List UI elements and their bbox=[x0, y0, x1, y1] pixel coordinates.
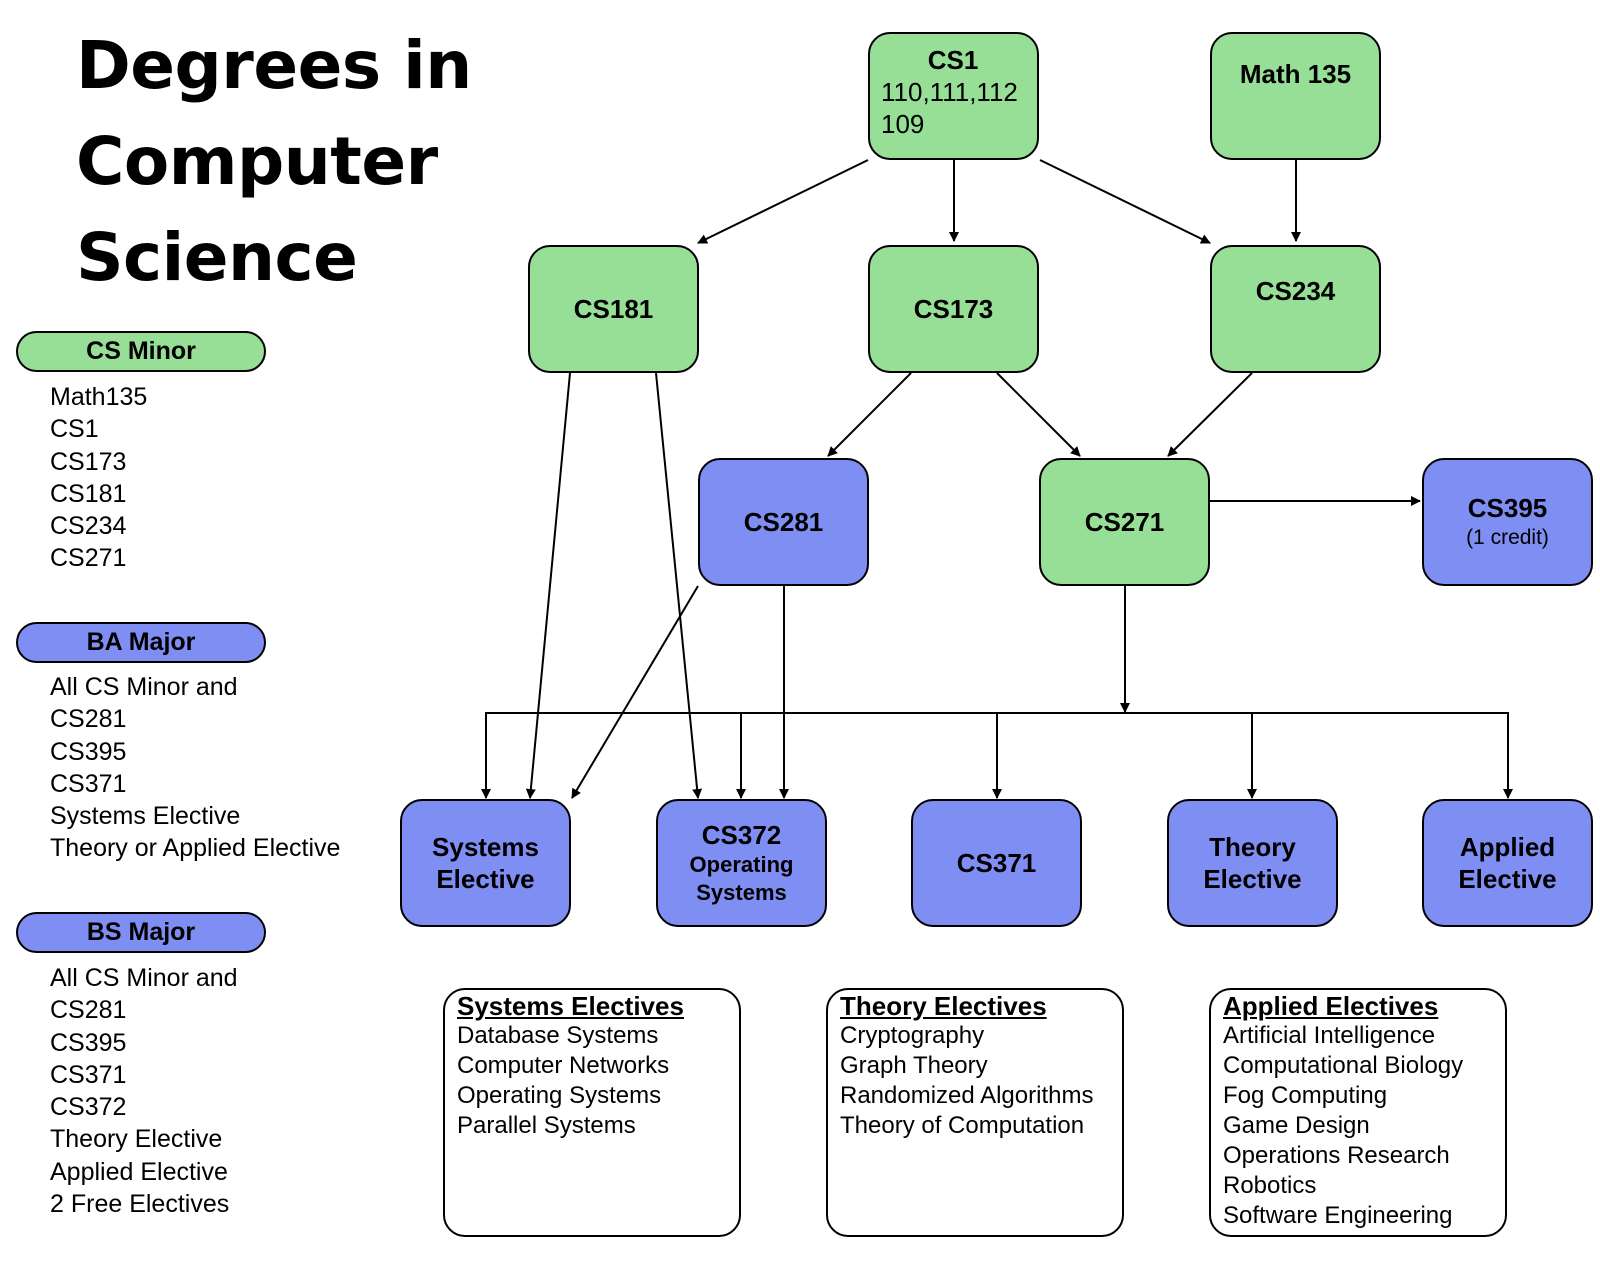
node-title: CS1 bbox=[927, 45, 979, 75]
node-title: CS234 bbox=[1255, 276, 1336, 306]
node-cs234: CS234 bbox=[1210, 245, 1381, 373]
page-title: Degrees in Computer Science bbox=[76, 18, 496, 306]
node-title: CS173 bbox=[913, 294, 994, 324]
node-title: CS281 bbox=[743, 507, 824, 537]
requirement-item: CS281 bbox=[50, 996, 127, 1025]
node-title-line: Applied bbox=[1459, 832, 1556, 862]
requirement-item: Applied Elective bbox=[50, 1157, 228, 1186]
cs-minor-badge: CS Minor bbox=[16, 331, 266, 372]
bs-major-badge: BS Major bbox=[16, 912, 266, 953]
theory-electives-box: Theory Electives Cryptography Graph Theo… bbox=[826, 988, 1124, 1237]
systems-electives-box: Systems Electives Database Systems Compu… bbox=[443, 988, 741, 1237]
requirement-item: CS271 bbox=[50, 544, 127, 573]
node-title: CS371 bbox=[956, 848, 1037, 878]
node-cs173: CS173 bbox=[868, 245, 1039, 373]
node-applied-elective: Applied Elective bbox=[1422, 799, 1593, 927]
requirement-item: CS173 bbox=[50, 447, 127, 476]
requirement-item: CS395 bbox=[50, 1028, 127, 1057]
requirement-item: CS372 bbox=[50, 1093, 127, 1122]
elective-item: Parallel Systems bbox=[457, 1112, 636, 1139]
elective-item: Theory of Computation bbox=[840, 1112, 1085, 1139]
node-title-line: Elective bbox=[436, 864, 535, 894]
requirement-item: CS371 bbox=[50, 769, 127, 798]
applied-electives-heading: Applied Electives bbox=[1223, 991, 1439, 1021]
edge-cs173-cs281 bbox=[827, 372, 912, 457]
requirement-item: CS281 bbox=[50, 705, 127, 734]
applied-electives-box: Applied Electives Artificial Intelligenc… bbox=[1209, 988, 1507, 1237]
node-cs281: CS281 bbox=[698, 458, 869, 586]
requirement-item: CS181 bbox=[50, 479, 127, 508]
node-title-line: Theory bbox=[1209, 832, 1296, 862]
theory-electives-heading: Theory Electives bbox=[840, 991, 1047, 1021]
requirement-item: CS1 bbox=[50, 415, 99, 444]
elective-item: Database Systems bbox=[457, 1022, 659, 1049]
elective-item: Software Engineering bbox=[1223, 1202, 1453, 1229]
elective-item: Cryptography bbox=[840, 1022, 985, 1049]
node-theory-elective: Theory Elective bbox=[1167, 799, 1338, 927]
node-title: Math 135 bbox=[1239, 59, 1352, 89]
requirement-item: All CS Minor and bbox=[50, 964, 238, 992]
edge-cs173-cs271 bbox=[996, 372, 1081, 457]
title-line: Computer bbox=[76, 123, 438, 200]
elective-item: Computational Biology bbox=[1223, 1052, 1464, 1079]
node-credit-note: (1 credit) bbox=[1466, 526, 1549, 549]
edge-cs234-cs271 bbox=[1167, 372, 1253, 457]
edge-cs1-cs234 bbox=[1039, 159, 1211, 244]
node-title-line: Elective bbox=[1458, 864, 1557, 894]
node-cs395: CS395 (1 credit) bbox=[1422, 458, 1593, 586]
node-math135: Math 135 bbox=[1210, 32, 1381, 160]
node-cs271: CS271 bbox=[1039, 458, 1210, 586]
node-systems-elective: Systems Elective bbox=[400, 799, 571, 927]
elective-item: Robotics bbox=[1223, 1172, 1317, 1199]
node-title: CS395 bbox=[1467, 493, 1548, 523]
requirement-item: Theory or Applied Elective bbox=[50, 834, 341, 863]
title-line: Science bbox=[76, 219, 358, 296]
requirement-item: Math135 bbox=[50, 383, 148, 411]
edge-cs281-systems-elective bbox=[571, 585, 699, 799]
elective-item: Operations Research bbox=[1223, 1142, 1450, 1169]
elective-item: Operating Systems bbox=[457, 1082, 662, 1109]
node-cs372: CS372 Operating Systems bbox=[656, 799, 827, 927]
elective-item: Artificial Intelligence bbox=[1223, 1022, 1436, 1049]
requirement-item: Systems Elective bbox=[50, 802, 241, 831]
node-title: CS372 bbox=[701, 820, 782, 850]
node-title: CS181 bbox=[573, 294, 654, 324]
requirement-item: All CS Minor and bbox=[50, 673, 238, 701]
cs-minor-requirements: Math135 CS1 CS173 CS181 CS234 CS271 bbox=[50, 381, 147, 575]
node-cs371: CS371 bbox=[911, 799, 1082, 927]
requirement-item: Theory Elective bbox=[50, 1125, 223, 1154]
elective-item: Randomized Algorithms bbox=[840, 1082, 1094, 1109]
elective-item: Computer Networks bbox=[457, 1052, 670, 1079]
requirement-item: CS395 bbox=[50, 737, 127, 766]
node-cs181: CS181 bbox=[528, 245, 699, 373]
elective-item: Fog Computing bbox=[1223, 1082, 1388, 1109]
node-subtitle: Operating bbox=[689, 852, 794, 877]
elective-item: Game Design bbox=[1223, 1112, 1370, 1139]
node-title-line: Systems bbox=[432, 832, 539, 862]
requirement-item: 2 Free Electives bbox=[50, 1190, 230, 1219]
ba-major-badge: BA Major bbox=[16, 622, 266, 663]
requirement-item: CS371 bbox=[50, 1060, 127, 1089]
requirement-item: CS234 bbox=[50, 512, 127, 541]
edge-cs181-systems-elective bbox=[525, 372, 571, 799]
edge-cs181-cs372 bbox=[655, 372, 703, 799]
systems-electives-heading: Systems Electives bbox=[457, 991, 684, 1021]
title-line: Degrees in bbox=[76, 27, 472, 104]
node-title: CS271 bbox=[1084, 507, 1165, 537]
node-subtitle: Systems bbox=[696, 880, 787, 905]
node-title-line: Elective bbox=[1203, 864, 1302, 894]
elective-item: Graph Theory bbox=[840, 1052, 988, 1079]
edge-cs1-cs181 bbox=[697, 159, 869, 244]
node-course-numbers: 110,111,112 bbox=[881, 77, 1018, 107]
node-cs1: CS1 110,111,112 109 bbox=[868, 32, 1039, 160]
bs-major-requirements: All CS Minor and CS281 CS395 CS371 CS372… bbox=[50, 962, 238, 1220]
node-course-numbers: 109 bbox=[881, 109, 925, 139]
ba-major-requirements: All CS Minor and CS281 CS395 CS371 Syste… bbox=[50, 671, 340, 865]
